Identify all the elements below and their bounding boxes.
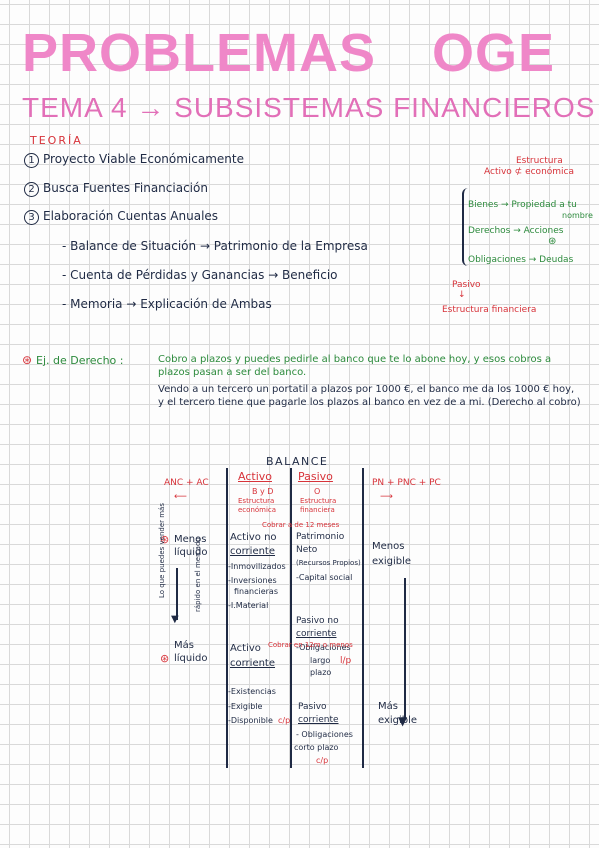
- subitem-memoria: - Memoria → Explicación de Ambas: [62, 297, 272, 311]
- theory-item-text: Busca Fuentes Financiación: [43, 181, 208, 195]
- theory-item-text: Proyecto Viable Económicamente: [43, 152, 244, 166]
- down-arrow-icon: ↓: [458, 290, 466, 300]
- pasivo-header: Pasivo: [298, 470, 333, 483]
- asterisk-icon: ⊛: [160, 652, 170, 665]
- anc-item-3: financieras: [234, 587, 278, 596]
- down-arrow-icon: ▼: [171, 614, 179, 625]
- arrow-shaft: [404, 578, 406, 718]
- pn-3: (Recursos Propios): [296, 559, 361, 567]
- mas-liquido-1: Más: [174, 640, 194, 651]
- pn-2: Neto: [296, 545, 318, 555]
- right-arrow-icon: ⟶: [380, 492, 393, 502]
- number-circle: 1: [24, 153, 39, 168]
- balance-title: BALANCE: [266, 455, 329, 468]
- subitem-cuenta: - Cuenta de Pérdidas y Ganancias → Benef…: [62, 268, 338, 282]
- mas-liquido-2: líquido: [174, 653, 208, 664]
- theory-item-1: 1 Proyecto Viable Económicamente: [24, 152, 244, 168]
- pn-1: Patrimonio: [296, 532, 345, 542]
- divider-right: [362, 468, 364, 768]
- pasivo-estructura: Estructura: [300, 497, 337, 505]
- pc-1: Pasivo: [298, 702, 327, 712]
- side-estructura-financiera: Estructura financiera: [442, 305, 537, 315]
- theory-item-text: Elaboración Cuentas Anuales: [43, 209, 219, 223]
- left-arrow-icon: ⟵: [174, 492, 187, 502]
- ac-cp: c/p: [278, 716, 291, 725]
- divider-left: [226, 468, 228, 768]
- number-circle: 3: [24, 210, 39, 225]
- activo-header: Activo: [238, 470, 272, 483]
- mas-exigible-2: exigible: [378, 715, 418, 726]
- side-bienes: Bienes → Propiedad a tu: [468, 200, 577, 210]
- anc-label-1: Activo no: [230, 532, 277, 543]
- pn-4: -Capital social: [296, 573, 353, 582]
- down-arrow-icon: ▼: [398, 714, 408, 728]
- pc-3: - Obligaciones: [296, 730, 353, 739]
- side-brace: [462, 188, 470, 266]
- section-label: TEORÍA: [30, 134, 83, 147]
- anc-label-2: corriente: [230, 546, 276, 557]
- ac-item-1: -Existencias: [228, 687, 276, 696]
- theory-item-2: 2 Busca Fuentes Financiación: [24, 181, 208, 197]
- pasivo-o: O: [314, 487, 321, 496]
- pnc-1: Pasivo no: [296, 616, 339, 626]
- pnc-3: -Obligaciones: [296, 643, 351, 652]
- anc-item-1: -Inmovilizados: [228, 562, 286, 571]
- activo-estructura: Estructura: [238, 497, 275, 505]
- page-subtitle: TEMA 4 → SUBSISTEMAS FINANCIEROS: [22, 92, 596, 123]
- example-label: Ej. de Derecho :: [36, 354, 124, 367]
- pc-cp: c/p: [316, 756, 329, 765]
- ac-item-3: -Disponible: [228, 716, 273, 725]
- asterisk-icon: ⊛: [160, 533, 170, 546]
- activo-bd: B y D: [252, 487, 274, 496]
- side-obligaciones: Obligaciones → Deudas: [468, 255, 574, 265]
- anc-item-2: -Inversiones: [228, 576, 277, 585]
- ac-label-1: Activo: [230, 643, 261, 654]
- side-derechos: Derechos → Acciones: [468, 226, 564, 236]
- pasivo-financiera: financiera: [300, 506, 335, 514]
- pnc-lp: l/p: [340, 656, 352, 666]
- page-title: PROBLEMAS OGE: [22, 23, 556, 83]
- ac-item-2: -Exigible: [228, 702, 263, 711]
- side-nombre: nombre: [562, 211, 593, 220]
- menos-exigible-2: exigible: [372, 556, 412, 567]
- anc-note: Cobrar a de 12 meses: [262, 521, 340, 529]
- ac-note: Cobrar en 12m o menos: [268, 641, 353, 649]
- side-estructura-label: Estructura: [516, 156, 563, 166]
- pnc-5: plazo: [310, 668, 332, 677]
- pc-4: corto plazo: [294, 743, 339, 752]
- example-text-2: Vendo a un tercero un portatil a plazos …: [158, 384, 581, 408]
- arrow-shaft: [176, 568, 178, 620]
- pc-2: corriente: [298, 715, 339, 725]
- asterisk-icon: ⊛: [22, 353, 33, 367]
- side-pasivo: Pasivo: [452, 280, 481, 290]
- vertical-note-1: Lo que puedes vender más: [158, 503, 166, 598]
- pn-formula: PN + PNC + PC: [372, 478, 441, 488]
- mas-exigible-1: Más: [378, 701, 398, 712]
- number-circle: 2: [24, 182, 39, 197]
- pnc-2: corriente: [296, 629, 337, 639]
- divider-mid: [290, 468, 292, 768]
- anc-item-4: -I.Material: [228, 601, 269, 610]
- asterisk-icon: ⊛: [548, 236, 557, 247]
- anc-ac-formula: ANC + AC: [164, 478, 209, 488]
- example-text-1: Cobro a plazos y puedes pedirle al banco…: [158, 354, 552, 378]
- menos-exigible-1: Menos: [372, 541, 405, 552]
- vertical-note-2: rápido en el mercado: [194, 537, 202, 612]
- theory-item-3: 3 Elaboración Cuentas Anuales: [24, 209, 218, 225]
- menos-liquido-1: Menos: [174, 534, 207, 545]
- ac-label-2: corriente: [230, 658, 276, 669]
- side-activo-label: Activo ⊄ económica: [484, 167, 575, 177]
- activo-economica: económica: [238, 506, 277, 514]
- subitem-balance: - Balance de Situación → Patrimonio de l…: [62, 239, 368, 253]
- menos-liquido-2: líquido: [174, 547, 208, 558]
- pnc-4: largo: [310, 656, 331, 665]
